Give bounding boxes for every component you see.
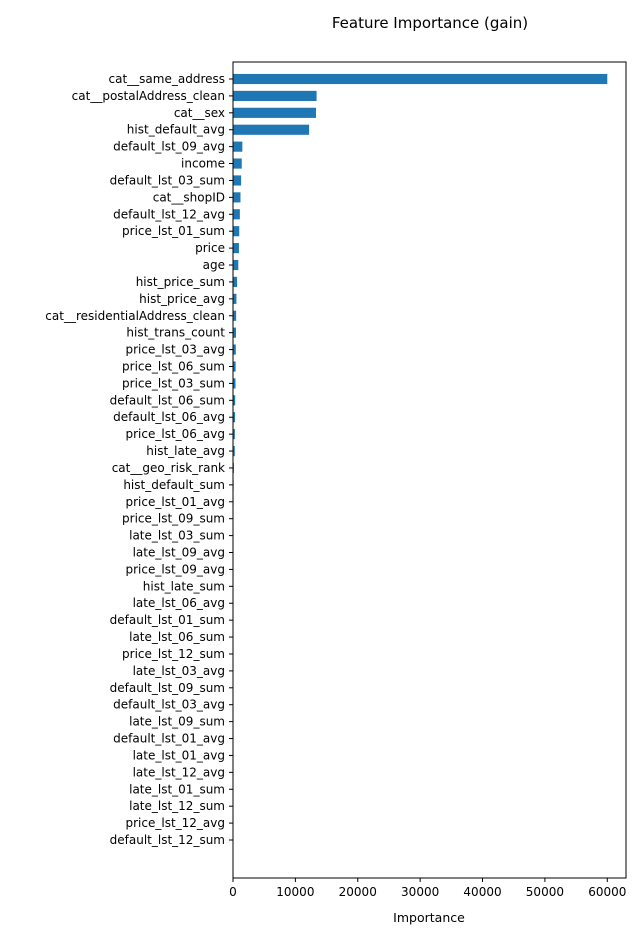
y-tick-label: cat__shopID [153,190,225,204]
bars-group [233,73,608,846]
y-tick-label: price_lst_01_avg [126,495,226,509]
x-tick-label: 40000 [463,885,501,899]
bar-hist_price_avg [233,293,237,304]
bar-default_lst_06_avg [233,412,236,423]
bar-hist_late_avg [233,445,235,457]
y-tick-label: default_lst_09_avg [113,140,225,154]
y-tick-label: late_lst_01_sum [129,782,225,796]
y-tick-label: default_lst_03_sum [110,173,225,187]
bar-default_lst_06_sum [233,395,236,406]
y-tick-label: default_lst_09_sum [110,681,225,695]
y-tick-label: cat__residentialAddress_clean [45,309,225,323]
bar-default_lst_12_avg [233,209,240,220]
x-tick-label: 50000 [526,885,564,899]
y-tick-label: price_lst_01_sum [122,224,225,238]
y-tick-label: default_lst_06_avg [113,410,225,424]
y-tick-label: price_lst_03_sum [122,376,225,390]
y-tick-label: price_lst_12_avg [126,816,226,830]
y-tick-label: price_lst_09_sum [122,512,225,526]
bar-cat__sex [233,107,316,118]
bar-hist_trans_count [233,327,236,338]
y-tick-label: late_lst_03_avg [133,664,225,678]
y-tick-label: late_lst_09_sum [129,715,225,729]
y-tick-labels: cat__same_address cat__postalAddress_clea… [45,72,233,847]
y-tick-label: cat__geo_risk_rank [112,461,225,475]
y-tick-label: hist_default_sum [123,478,225,492]
chart-title: Feature Importance (gain) [332,14,528,32]
bar-cat__postalAddress_clean [233,90,317,101]
y-tick-label: default_lst_06_sum [110,393,225,407]
y-tick-label: late_lst_06_sum [129,630,225,644]
y-tick-label: price_lst_12_sum [122,647,225,661]
x-tick-label: 10000 [276,885,314,899]
y-tick-label: default_lst_01_avg [113,732,225,746]
bar-price_lst_03_avg [233,344,236,355]
bar-price_lst_03_sum [233,378,236,389]
y-tick-label: age [203,258,225,272]
y-tick-label: late_lst_03_sum [129,529,225,543]
x-tick-label: 0 [229,885,237,899]
y-tick-label: late_lst_12_sum [129,799,225,813]
y-tick-label: hist_default_avg [127,123,225,137]
y-tick-label: hist_late_avg [146,444,225,458]
y-tick-label: late_lst_06_avg [133,596,225,610]
y-tick-label: default_lst_12_avg [113,207,225,221]
y-tick-label: hist_trans_count [126,326,225,340]
y-tick-label: late_lst_12_avg [133,765,225,779]
x-axis-label: Importance [393,910,465,925]
y-tick-label: hist_price_sum [136,275,225,289]
y-tick-label: price [195,241,225,255]
y-tick-label: cat__sex [174,106,225,120]
y-tick-label: hist_late_sum [143,579,225,593]
y-tick-label: late_lst_01_avg [133,748,225,762]
y-tick-label: price_lst_09_avg [126,562,226,576]
bar-price_lst_06_avg [233,429,235,440]
y-tick-label: price_lst_06_avg [126,427,226,441]
bar-price_lst_01_sum [233,226,240,237]
bar-age [233,259,239,271]
x-tick-label: 30000 [401,885,439,899]
y-tick-label: cat__postalAddress_clean [72,89,225,103]
bar-cat__residentialAddress_clean [233,310,237,321]
plot-frame [232,61,627,879]
y-tick-label: price_lst_03_avg [126,343,226,357]
x-ticks: 0 10000 20000 30000 40000 50000 60000 [229,878,626,899]
y-tick-label: hist_price_avg [139,292,225,306]
y-tick-label: price_lst_06_sum [122,359,225,373]
y-tick-label: late_lst_09_avg [133,546,225,560]
bar-hist_default_avg [233,124,310,135]
x-tick-label: 20000 [339,885,377,899]
bar-hist_price_sum [233,276,238,288]
bar-price_lst_06_sum [233,361,236,372]
bar-cat__same_address [233,73,608,85]
bar-default_lst_09_avg [233,141,243,152]
bar-income [233,158,242,169]
bar-default_lst_03_sum [233,175,242,186]
y-tick-label: income [181,157,225,171]
y-tick-label: default_lst_12_sum [110,833,225,847]
x-tick-label: 60000 [588,885,626,899]
y-tick-label: cat__same_address [109,72,225,86]
y-tick-label: default_lst_03_avg [113,698,225,712]
bar-cat__shopID [233,192,241,203]
bar-price [233,243,239,254]
y-tick-label: default_lst_01_sum [110,613,225,627]
